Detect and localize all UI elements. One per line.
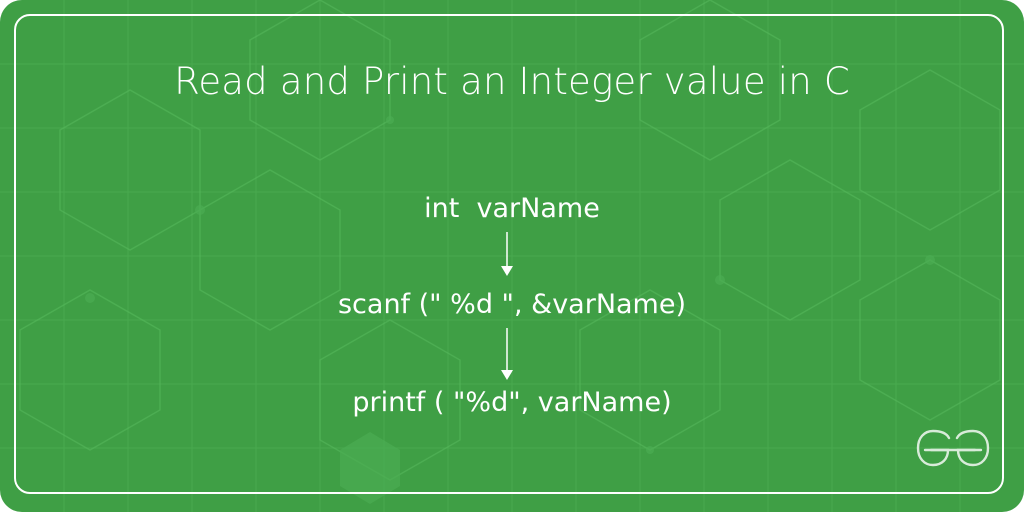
down-arrow-icon	[501, 328, 513, 380]
geeksforgeeks-logo-icon	[916, 429, 990, 467]
flow-step-scanf: scanf (" %d ", &varName)	[337, 289, 687, 320]
inner-border-frame	[14, 14, 1004, 494]
flow-step-declaration: int varName	[424, 193, 600, 224]
page-title: Read and Print an Integer value in C	[174, 60, 850, 103]
flow-step-printf: printf ( "%d", varName)	[352, 387, 672, 418]
down-arrow-icon	[501, 232, 513, 276]
